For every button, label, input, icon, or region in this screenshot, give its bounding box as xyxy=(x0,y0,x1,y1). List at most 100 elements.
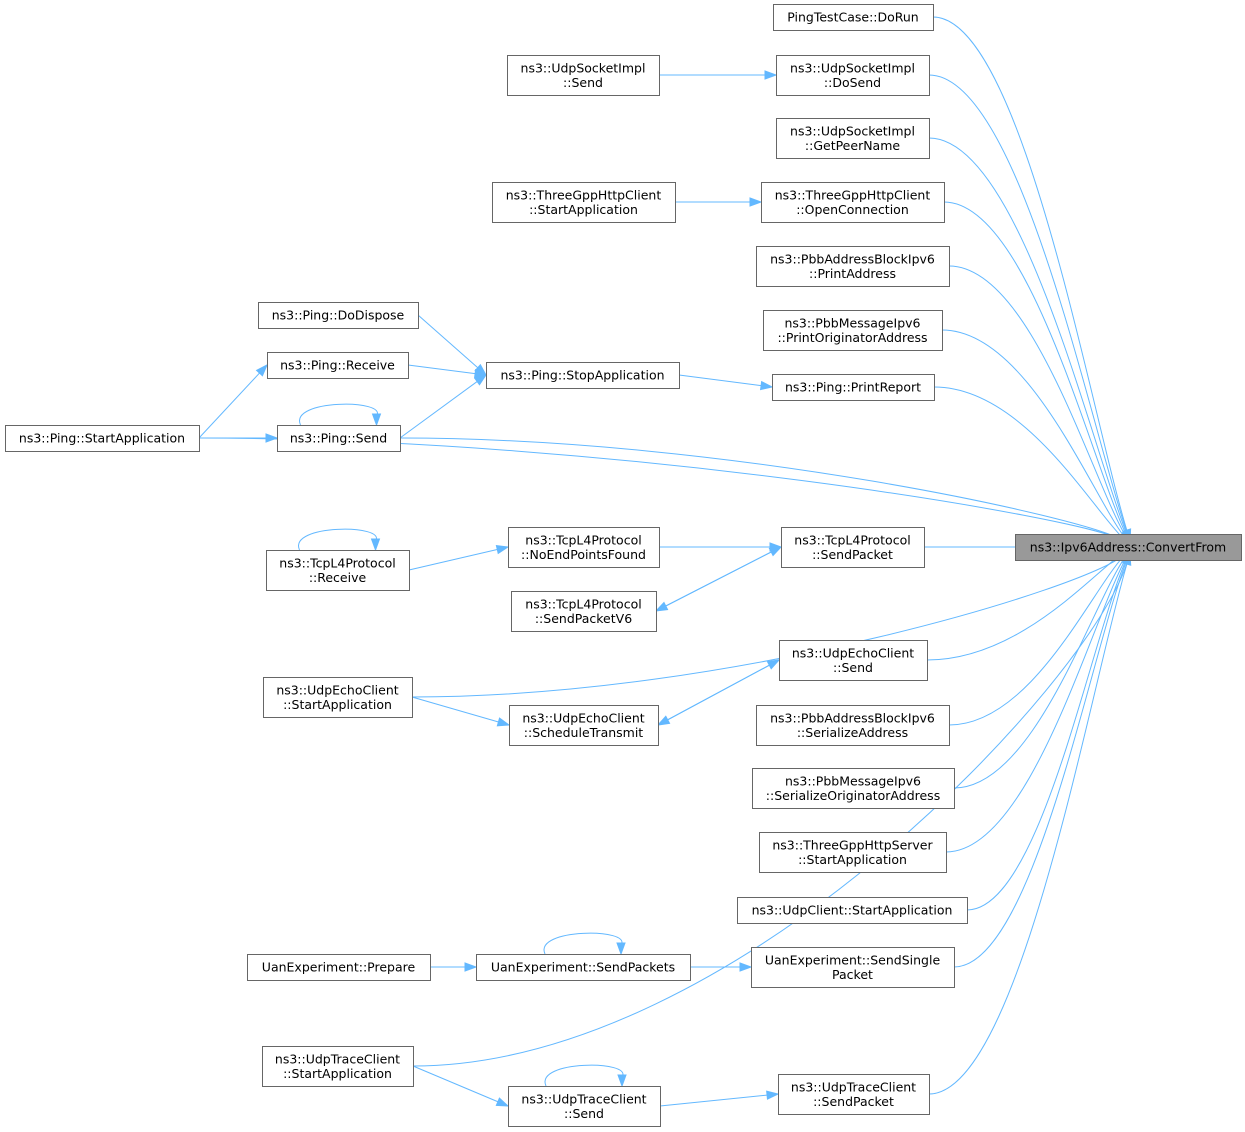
edge-line xyxy=(399,380,479,439)
node-box[interactable] xyxy=(751,947,955,988)
node-ping-printreport[interactable]: ns3::Ping::PrintReport xyxy=(772,374,935,401)
node-udpecho-start[interactable]: ns3::UdpEchoClient::StartApplication xyxy=(263,677,413,718)
node-udptrace-send[interactable]: ns3::UdpTraceClient::Send xyxy=(508,1086,661,1127)
node-label: ns3::PbbAddressBlockIpv6 xyxy=(770,251,935,266)
arrow-head-icon xyxy=(768,546,783,557)
node-ping-receive[interactable]: ns3::Ping::Receive xyxy=(267,352,409,379)
node-threegpp-server-start[interactable]: ns3::ThreeGppHttpServer::StartApplicatio… xyxy=(759,832,947,873)
node-box[interactable] xyxy=(759,832,947,873)
node-box[interactable] xyxy=(773,4,934,31)
node-label: ns3::PbbMessageIpv6 xyxy=(785,315,921,330)
node-udpsock-getpeername[interactable]: ns3::UdpSocketImpl::GetPeerName xyxy=(776,118,930,159)
node-tcp-sendpacketv6[interactable]: ns3::TcpL4Protocol::SendPacketV6 xyxy=(511,591,657,632)
node-ping-dodispose[interactable]: ns3::Ping::DoDispose xyxy=(258,302,419,329)
node-label: ns3::PbbAddressBlockIpv6 xyxy=(770,710,935,725)
node-tcp-noendpoints[interactable]: ns3::TcpL4Protocol::NoEndPointsFound xyxy=(508,527,660,568)
node-label: ns3::UdpEchoClient xyxy=(522,710,644,725)
edge-line xyxy=(948,265,1126,536)
node-label: ::StartApplication xyxy=(529,202,638,217)
node-box[interactable] xyxy=(776,55,930,96)
edge-threegpp_client_open-to-convertfrom xyxy=(943,201,1131,545)
node-box[interactable] xyxy=(486,362,680,389)
node-udpsock-dosend[interactable]: ns3::UdpSocketImpl::DoSend xyxy=(776,55,930,96)
node-label: ns3::ThreeGppHttpClient xyxy=(506,187,662,202)
node-threegpp-client-open[interactable]: ns3::ThreeGppHttpClient::OpenConnection xyxy=(761,182,945,223)
node-label: ::StartApplication xyxy=(283,697,392,712)
node-label: ns3::Ping::DoDispose xyxy=(272,308,405,323)
node-box[interactable] xyxy=(781,527,925,568)
node-label: UanExperiment::SendPackets xyxy=(491,960,675,975)
arrow-head-icon xyxy=(616,942,626,956)
edge-ping_printreport-to-convertfrom xyxy=(933,386,1132,547)
node-box[interactable] xyxy=(763,310,943,351)
node-box[interactable] xyxy=(509,705,659,746)
node-tcp-sendpacket[interactable]: ns3::TcpL4Protocol::SendPacket xyxy=(781,527,925,568)
edge-tcp_receive-to-tcp_noendpoints xyxy=(408,545,510,571)
node-box[interactable] xyxy=(508,527,660,568)
node-udpecho-schedule[interactable]: ns3::UdpEchoClient::ScheduleTransmit xyxy=(509,705,659,746)
node-box[interactable] xyxy=(277,425,401,452)
node-box[interactable] xyxy=(5,425,200,452)
node-uan-sendpackets[interactable]: UanExperiment::SendPackets xyxy=(476,954,691,981)
node-box[interactable] xyxy=(752,768,955,809)
node-box[interactable] xyxy=(776,118,930,159)
node-threegpp-client-start[interactable]: ns3::ThreeGppHttpClient::StartApplicatio… xyxy=(492,182,676,223)
node-pbb-msg-print[interactable]: ns3::PbbMessageIpv6::PrintOriginatorAddr… xyxy=(763,310,943,351)
node-box[interactable] xyxy=(507,55,660,96)
node-label: ns3::ThreeGppHttpClient xyxy=(775,187,931,202)
edge-line xyxy=(943,201,1127,535)
node-udptrace-sendpacket[interactable]: ns3::UdpTraceClient::SendPacket xyxy=(778,1074,930,1115)
node-udpsock-send[interactable]: ns3::UdpSocketImpl::Send xyxy=(507,55,660,96)
node-ping-start[interactable]: ns3::Ping::StartApplication xyxy=(5,425,200,452)
node-box[interactable] xyxy=(247,954,431,981)
node-box[interactable] xyxy=(737,897,968,924)
node-uan-prepare[interactable]: UanExperiment::Prepare xyxy=(247,954,431,981)
node-box[interactable] xyxy=(508,1086,661,1127)
node-box[interactable] xyxy=(778,1074,930,1115)
node-label: ::StartApplication xyxy=(798,852,907,867)
node-box[interactable] xyxy=(756,246,950,287)
edge-ping_start-to-ping_receive xyxy=(198,363,268,439)
node-label: ::SerializeOriginatorAddress xyxy=(766,788,940,803)
node-label: ::Send xyxy=(833,660,873,675)
node-convertfrom[interactable]: ns3::Ipv6Address::ConvertFrom xyxy=(1015,534,1242,561)
node-pbb-msg-serialize[interactable]: ns3::PbbMessageIpv6::SerializeOriginator… xyxy=(752,768,955,809)
node-box[interactable] xyxy=(756,705,950,746)
edge-line xyxy=(953,561,1127,968)
node-box[interactable] xyxy=(258,302,419,329)
node-pingtest-dorun[interactable]: PingTestCase::DoRun xyxy=(773,4,934,31)
node-box[interactable] xyxy=(1015,534,1242,561)
node-ping-send[interactable]: ns3::Ping::Send xyxy=(277,425,401,452)
node-label: ::OpenConnection xyxy=(796,202,909,217)
arrow-head-icon xyxy=(370,538,381,552)
edge-udptrace_send-to-udptrace_sendpacket xyxy=(659,1090,780,1107)
node-box[interactable] xyxy=(761,182,945,223)
node-box[interactable] xyxy=(476,954,691,981)
node-box[interactable] xyxy=(267,352,409,379)
node-udpecho-send[interactable]: ns3::UdpEchoClient::Send xyxy=(779,640,928,681)
node-box[interactable] xyxy=(779,640,928,681)
node-box[interactable] xyxy=(266,550,410,591)
node-label: ::ScheduleTransmit xyxy=(524,725,644,740)
edge-line xyxy=(666,659,780,721)
node-label: ::SendPacket xyxy=(812,547,893,562)
edge-line xyxy=(399,437,1122,541)
node-box[interactable] xyxy=(772,374,935,401)
node-label: ns3::UdpSocketImpl xyxy=(790,60,915,75)
edge-line xyxy=(411,696,500,723)
node-label: ::GetPeerName xyxy=(805,138,901,153)
node-pbb-block-print[interactable]: ns3::PbbAddressBlockIpv6::PrintAddress xyxy=(756,246,950,287)
node-ping-stop[interactable]: ns3::Ping::StopApplication xyxy=(486,362,680,389)
call-nodes: ns3::Ipv6Address::ConvertFrom PingTestCas… xyxy=(5,4,1242,1127)
node-label: ns3::Ping::Send xyxy=(290,431,387,446)
edge-udptrace_start-to-udptrace_send xyxy=(412,1065,510,1107)
node-udptrace-start[interactable]: ns3::UdpTraceClient::StartApplication xyxy=(262,1046,414,1087)
node-udpclient-start[interactable]: ns3::UdpClient::StartApplication xyxy=(737,897,968,924)
node-box[interactable] xyxy=(262,1046,414,1087)
node-pbb-block-serialize[interactable]: ns3::PbbAddressBlockIpv6::SerializeAddre… xyxy=(756,705,950,746)
node-box[interactable] xyxy=(263,677,413,718)
node-box[interactable] xyxy=(492,182,676,223)
node-tcp-receive[interactable]: ns3::TcpL4Protocol::Receive xyxy=(266,550,410,591)
node-box[interactable] xyxy=(511,591,657,632)
